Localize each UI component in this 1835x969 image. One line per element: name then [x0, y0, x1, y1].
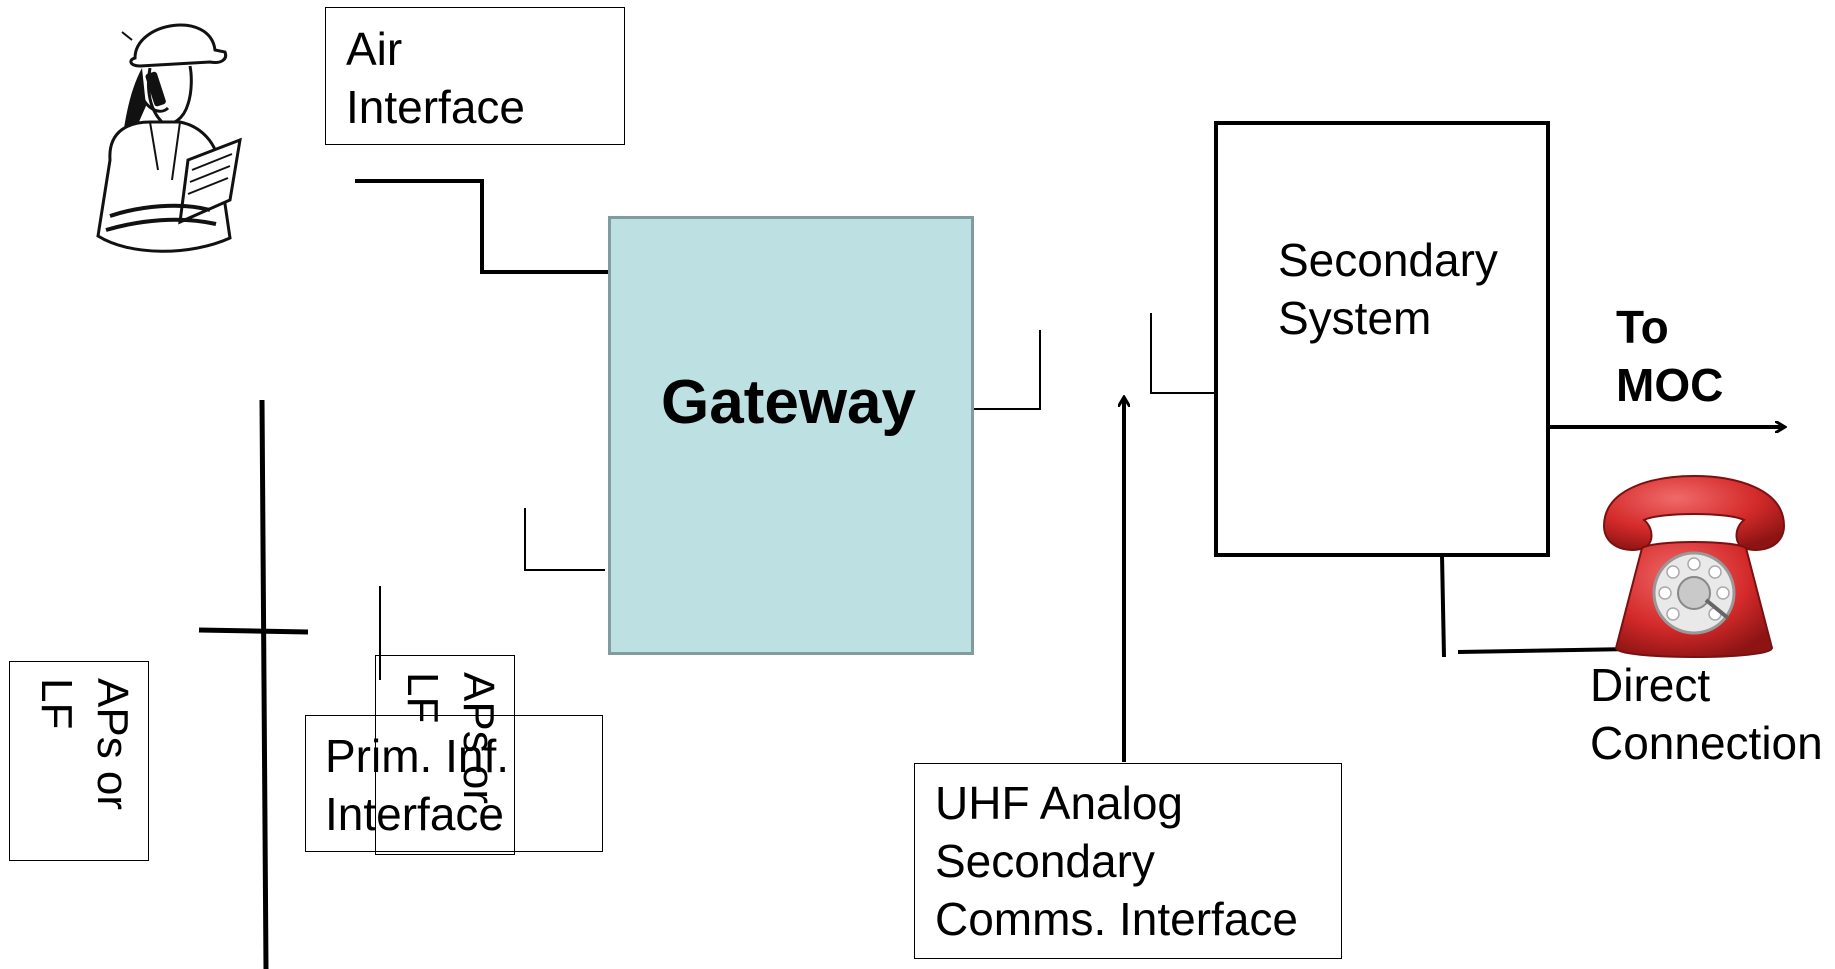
secondary-down-connector [1440, 554, 1446, 658]
uhf-interface-box: UHF Analog Secondary Comms. Interface [914, 763, 1342, 959]
direct-connection-label-line2: Connection [1590, 717, 1823, 769]
direct-connection-label-line1: Direct [1590, 659, 1711, 711]
secondary-system-box: Secondary System [1214, 121, 1550, 557]
gateway-box: Gateway [608, 216, 974, 655]
aps-mid-label-line1: APs or [454, 672, 503, 805]
prim-interface-label-line1: Prim. Inf. [325, 730, 510, 782]
air-interface-connector [355, 179, 610, 274]
aps-left-label-line2: LF [32, 678, 81, 730]
air-interface-box: Air Interface [325, 7, 625, 145]
gateway-right-connector [960, 330, 1041, 410]
air-interface-label-line1: Air [346, 23, 403, 75]
aps-mid-label-line2: LF [398, 672, 447, 724]
direct-connection-line [1457, 647, 1633, 654]
uhf-interface-label-line1: UHF Analog [935, 777, 1184, 829]
secondary-system-label-line1: Secondary [1278, 234, 1498, 286]
prim-interface-box: Prim. Inf. Interface [305, 715, 603, 852]
gateway-bottom-connector [524, 508, 605, 571]
uhf-interface-label-line2: Secondary [935, 835, 1155, 887]
secondary-system-label-line2: System [1278, 292, 1432, 344]
aps-left-label-line1: APs or [88, 678, 137, 811]
air-interface-label-line2: Interface [346, 81, 525, 133]
red-rotary-telephone-icon [1602, 474, 1786, 658]
bus-crossbar [198, 627, 309, 635]
bus-vertical-line [259, 399, 269, 969]
aps-mid-box: APs or LF [375, 655, 515, 855]
uhf-interface-label-line3: Comms. Interface [935, 893, 1298, 945]
to-moc-label-line1: To [1616, 301, 1669, 353]
secondary-left-connector [1150, 313, 1215, 394]
prim-interface-label-line2: Interface [325, 788, 504, 840]
gateway-label: Gateway [661, 368, 917, 437]
to-moc-label-line2: MOC [1616, 359, 1724, 411]
aps-left-box: APs or LF [9, 661, 149, 861]
worker-with-phone-icon [96, 23, 242, 253]
